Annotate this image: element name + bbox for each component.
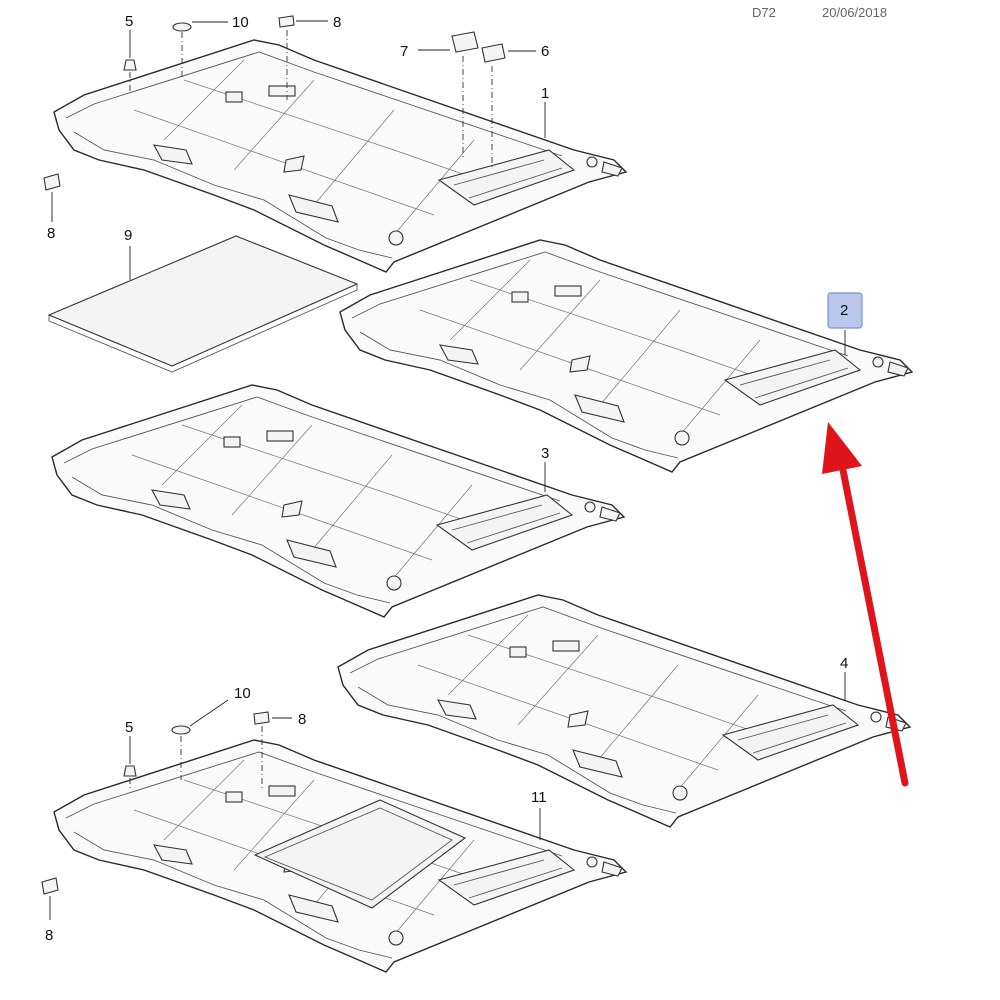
headliner-part-11 <box>53 739 627 973</box>
callout-10-bottom: 10 <box>234 685 251 702</box>
callout-8-bottom-clip: 8 <box>298 711 306 728</box>
callout-5-top: 5 <box>125 13 133 30</box>
pad-part-6 <box>481 43 536 170</box>
bolt-part-5-bottom <box>123 736 137 790</box>
callout-1: 1 <box>541 85 549 102</box>
callout-3: 3 <box>541 445 549 462</box>
washer-part-10-top <box>172 21 228 78</box>
sunroof-opening <box>253 799 467 909</box>
pad-part-7 <box>418 31 479 160</box>
clip-part-8-bottom <box>253 711 292 790</box>
clip-part-8-bottom-left <box>41 877 59 920</box>
headliner-part-4 <box>337 594 911 828</box>
arrow-head-icon <box>822 422 862 474</box>
clip-part-8-top-left <box>43 173 61 222</box>
sheet-date: 20/06/2018 <box>822 5 887 20</box>
callout-8-bottom-left: 8 <box>45 927 53 944</box>
sheet-code: D72 <box>752 5 776 20</box>
bolt-part-5-top <box>123 30 137 92</box>
headliner-part-1 <box>53 39 627 273</box>
clip-part-8-top <box>278 15 328 100</box>
washer-part-10-bottom <box>171 699 229 780</box>
red-arrow <box>822 422 909 787</box>
insulation-pad-part-9 <box>47 235 359 373</box>
callout-2: 2 <box>840 302 848 319</box>
callout-9: 9 <box>124 227 132 244</box>
callout-8-top-left: 8 <box>47 225 55 242</box>
callout-4: 4 <box>840 655 848 672</box>
headliner-part-3 <box>51 384 625 618</box>
headliner-part-2 <box>339 239 913 473</box>
callout-11: 11 <box>531 789 547 806</box>
callout-7: 7 <box>400 43 408 60</box>
callout-6: 6 <box>541 43 549 60</box>
callout-8-top-clip: 8 <box>333 14 341 31</box>
callout-2-highlight <box>827 292 863 329</box>
callout-5-bottom: 5 <box>125 719 133 736</box>
callout-10-top: 10 <box>232 14 249 31</box>
